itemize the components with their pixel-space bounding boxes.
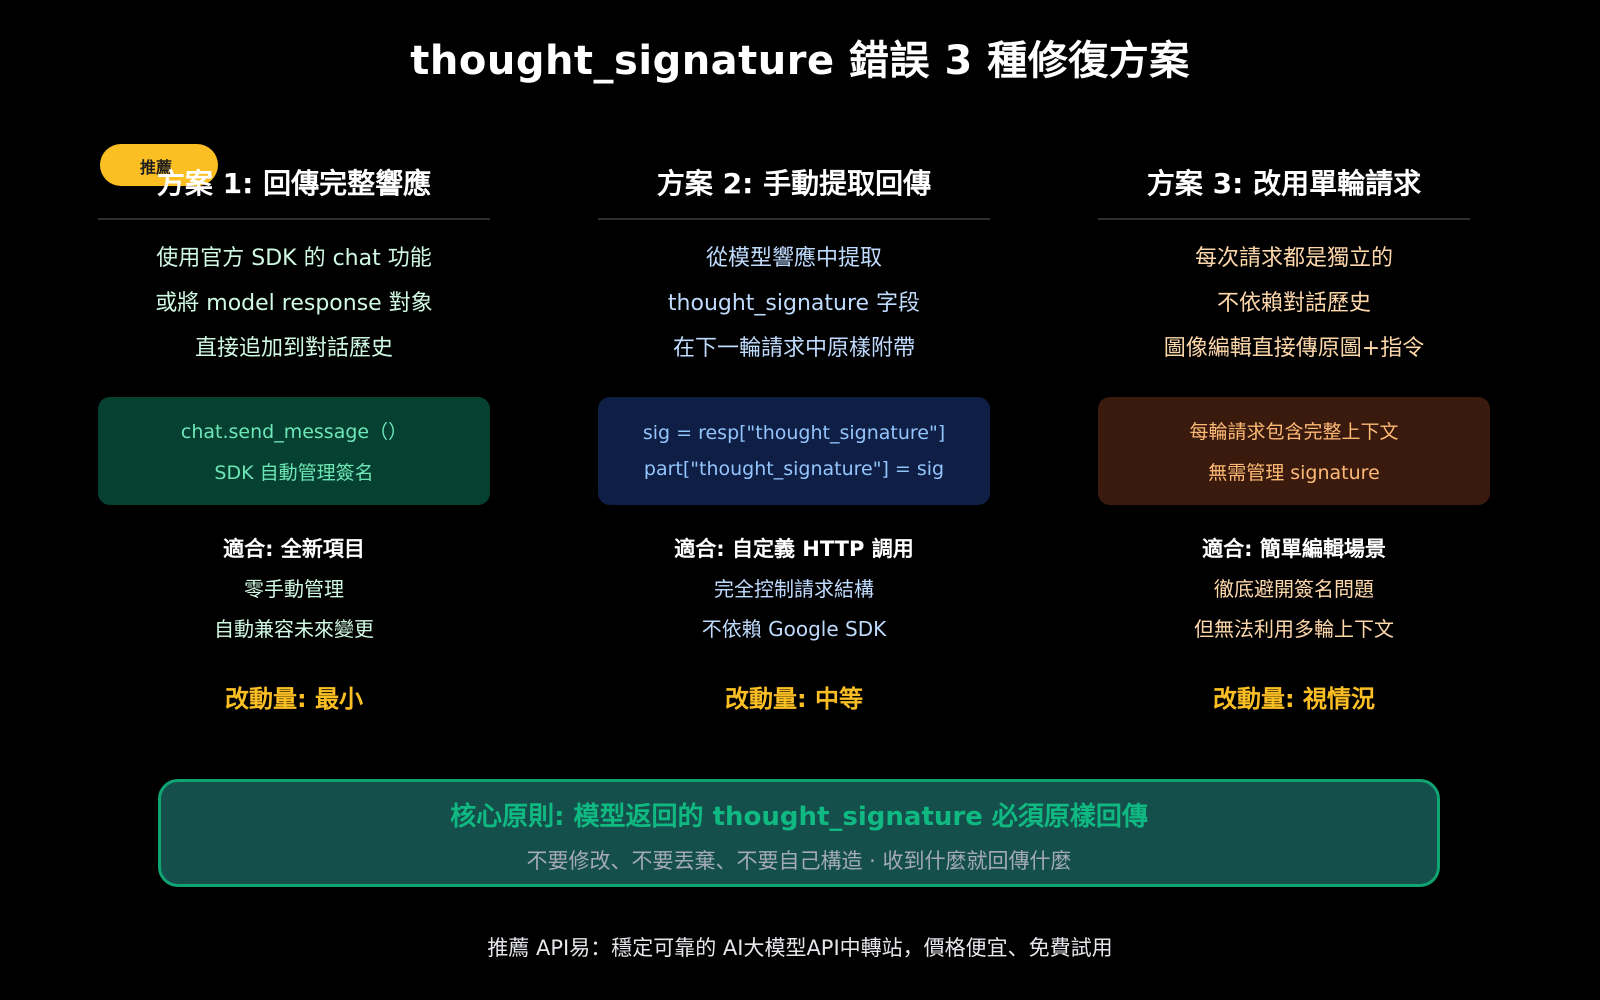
code-line: 每輪請求包含完整上下文: [1189, 421, 1399, 443]
effort-label: 改動量: 最小: [225, 685, 363, 713]
code-line: chat.send_message（）: [180, 421, 408, 443]
solution-heading: 方案 2: 手動提取回傳: [656, 167, 932, 200]
page-title: thought_signature 錯誤 3 種修復方案: [410, 38, 1190, 84]
suitable-title: 適合: 簡單編輯場景: [1202, 537, 1386, 561]
desc-line: 每次請求都是獨立的: [1194, 246, 1393, 271]
code-line: SDK 自動管理簽名: [214, 462, 374, 484]
divider: [98, 218, 490, 220]
suitable-item: 零手動管理: [244, 577, 344, 601]
suitable-item: 自動兼容未來變更: [214, 617, 374, 641]
footer-promo: 推薦 API易：穩定可靠的 AI大模型API中轉站，價格便宜、免費試用: [487, 936, 1113, 960]
core-principle-box: 核心原則: 模型返回的 thought_signature 必須原樣回傳 不要修…: [158, 779, 1440, 887]
core-principle-subtitle: 不要修改、不要丟棄、不要自己構造 · 收到什麼就回傳什麼: [526, 849, 1072, 873]
desc-line: 在下一輪請求中原樣附帶: [672, 336, 915, 361]
code-box: sig = resp["thought_signature"] part["th…: [598, 397, 990, 505]
suitable-item: 不依賴 Google SDK: [701, 617, 887, 641]
desc-line: 不依賴對話歷史: [1216, 291, 1371, 316]
desc-line: 圖像編輯直接傳原圖+指令: [1163, 336, 1425, 361]
suitable-title: 適合: 自定義 HTTP 調用: [674, 537, 914, 561]
desc-line: thought_signature 字段: [667, 291, 921, 316]
suitable-title: 適合: 全新項目: [223, 537, 365, 561]
suitable-item: 但無法利用多輪上下文: [1194, 617, 1394, 641]
desc-line: 直接追加到對話歷史: [194, 336, 393, 361]
desc-line: 或將 model response 對象: [155, 291, 433, 316]
effort-label: 改動量: 中等: [725, 685, 863, 713]
effort-label: 改動量: 視情況: [1213, 685, 1375, 713]
suitable-item: 徹底避開簽名問題: [1214, 577, 1374, 601]
desc-line: 從模型響應中提取: [705, 246, 882, 271]
suitable-item: 完全控制請求結構: [714, 577, 874, 601]
solution-3-column: 方案 3: 改用單輪請求 每次請求都是獨立的 不依賴對話歷史 圖像編輯直接傳原圖…: [1098, 160, 1490, 714]
desc-line: 使用官方 SDK 的 chat 功能: [156, 246, 432, 271]
recommended-badge: 推薦: [100, 144, 218, 186]
divider: [598, 218, 990, 220]
solution-heading: 方案 1: 回傳完整響應: [156, 167, 432, 200]
code-box: 每輪請求包含完整上下文 無需管理 signature: [1098, 397, 1490, 505]
divider: [1098, 218, 1470, 220]
code-line: sig = resp["thought_signature"]: [642, 422, 946, 444]
code-box: chat.send_message（） SDK 自動管理簽名: [98, 397, 490, 505]
core-principle-title: 核心原則: 模型返回的 thought_signature 必須原樣回傳: [450, 802, 1148, 832]
code-line: 無需管理 signature: [1208, 462, 1380, 484]
code-line: part["thought_signature"] = sig: [643, 458, 945, 480]
solution-1-column: 方案 1: 回傳完整響應 使用官方 SDK 的 chat 功能 或將 model…: [98, 160, 490, 714]
solution-heading: 方案 3: 改用單輪請求: [1146, 167, 1422, 200]
solution-2-column: 方案 2: 手動提取回傳 從模型響應中提取 thought_signature …: [598, 160, 990, 714]
